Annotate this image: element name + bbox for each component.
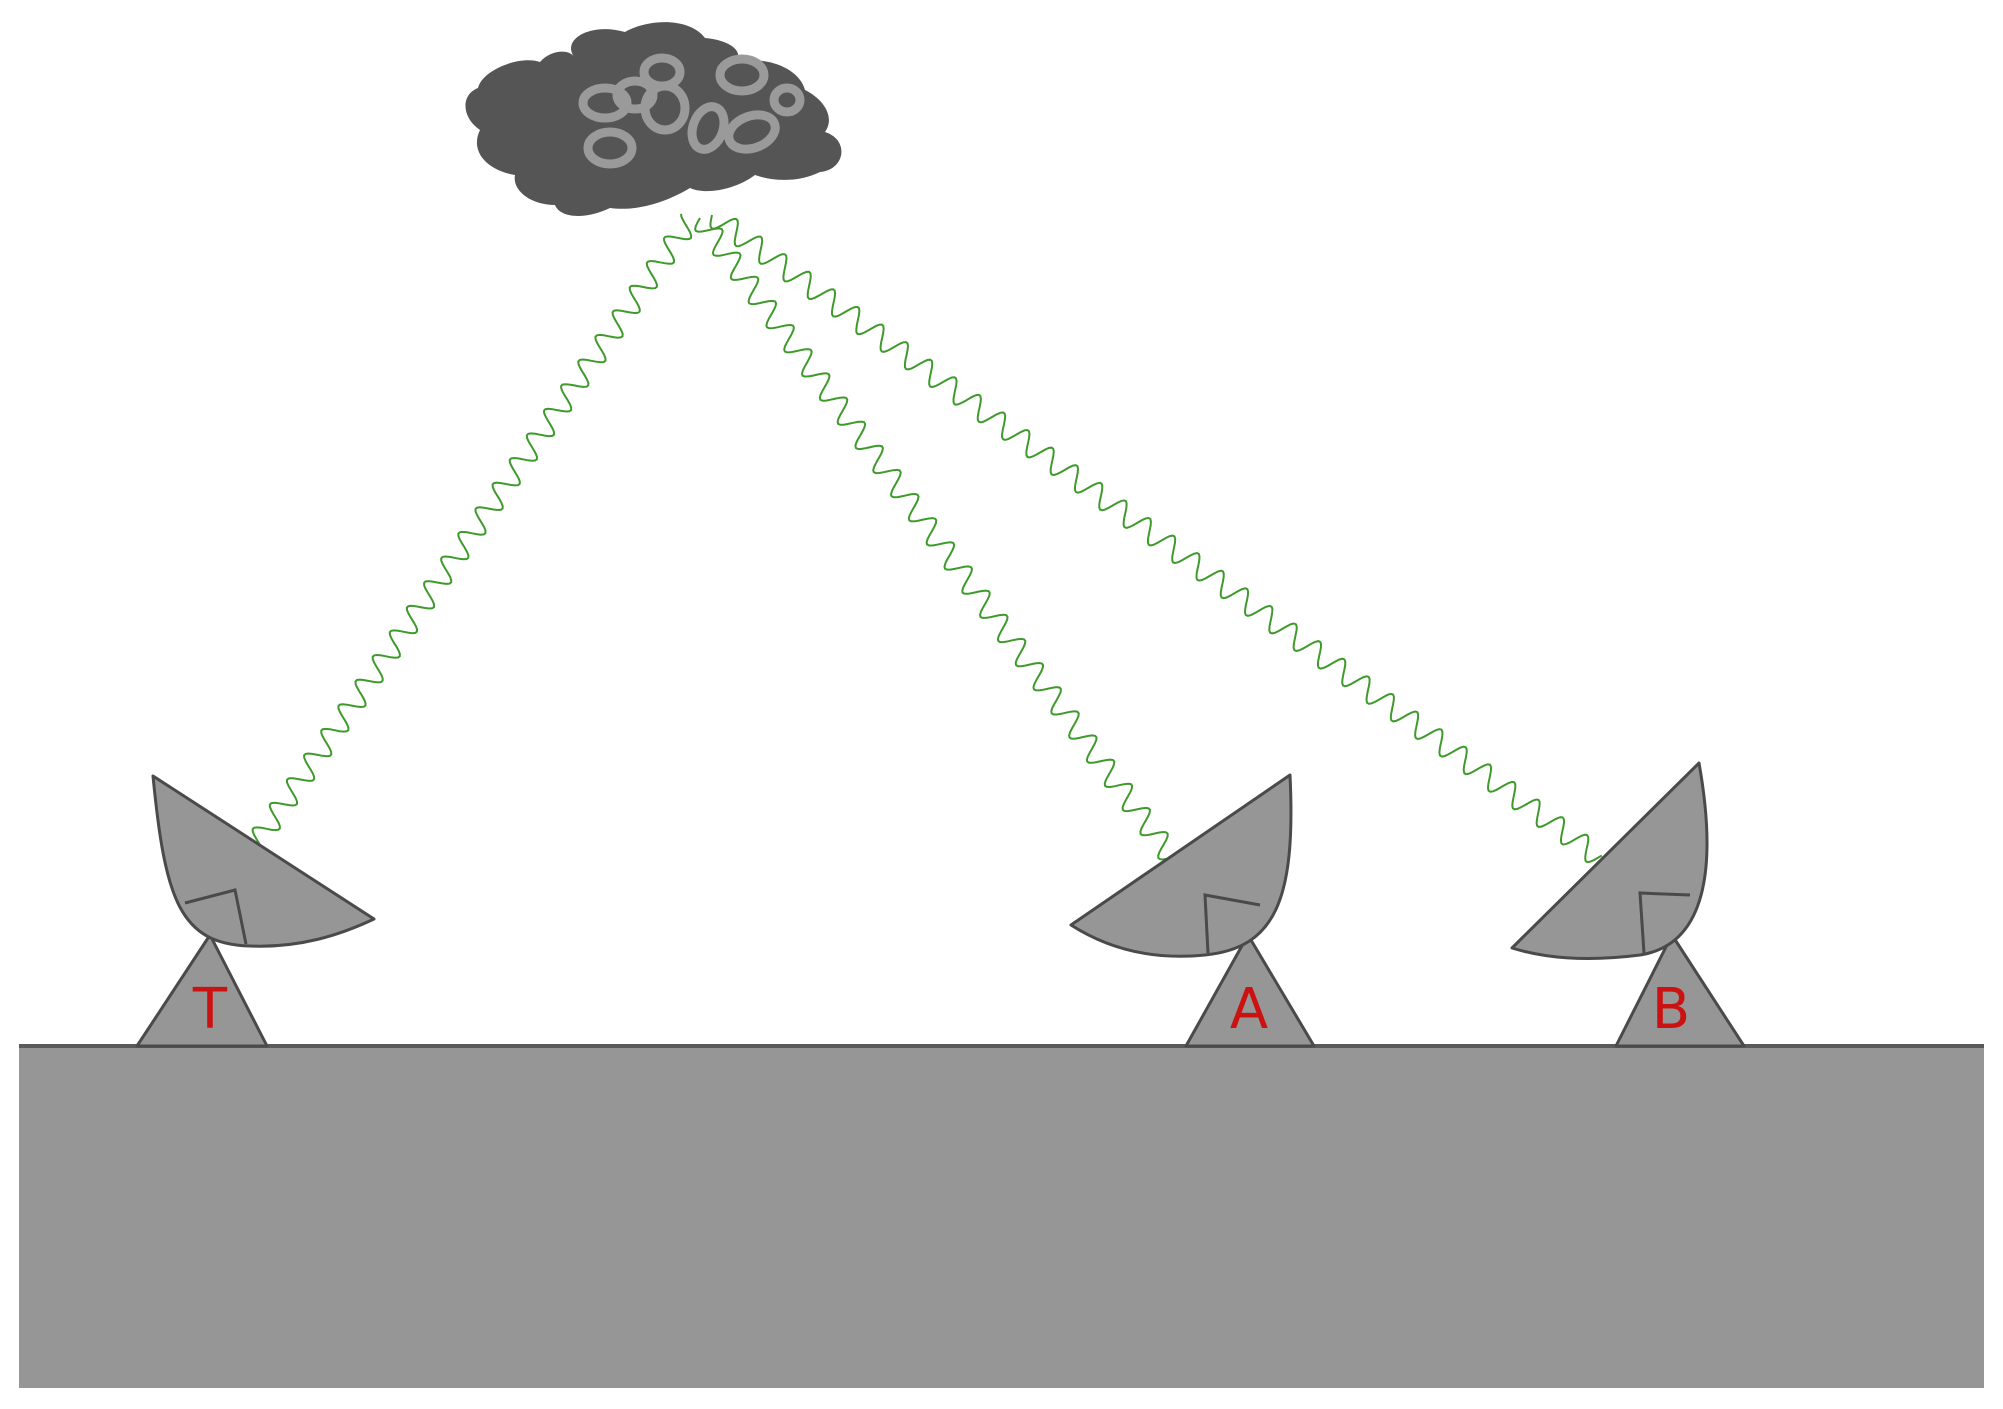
- cloud-body: [465, 22, 842, 216]
- cloud-particle: [769, 83, 805, 117]
- wave-T-to-cloud: [231, 213, 693, 881]
- dish-T-label: T: [192, 977, 228, 1042]
- dish-T-feed: [184, 888, 248, 945]
- dish-B-label: B: [1652, 977, 1690, 1042]
- scattering-cloud-icon: [465, 22, 842, 216]
- dish-B-reflector: [1510, 761, 1709, 961]
- cloud-particle: [687, 102, 729, 154]
- wave-cloud-to-B: [709, 214, 1603, 864]
- cloud-particle: [715, 54, 769, 96]
- radar-dish-icon: B: [1510, 761, 1746, 1048]
- dish-A-label: A: [1230, 977, 1268, 1042]
- dish-B-feed: [1638, 891, 1691, 954]
- ground: [19, 1046, 1984, 1388]
- cloud-particle: [640, 81, 690, 135]
- dish-B-base: [1614, 933, 1746, 1048]
- dish-A-feed: [1203, 893, 1261, 954]
- dish-A-reflector: [1069, 773, 1293, 958]
- radar-dish-icon: A: [1069, 773, 1316, 1048]
- radar-dish-icon: T: [135, 774, 376, 1048]
- dish-T-reflector: [151, 774, 376, 948]
- wave-cloud-to-A: [694, 217, 1173, 861]
- cloud-particle: [724, 110, 780, 154]
- dish-A-base: [1184, 933, 1316, 1048]
- cloud-particles: [578, 53, 805, 169]
- radar-waves: [231, 213, 1603, 881]
- dish-T-base: [135, 933, 269, 1048]
- cloud-particle: [583, 127, 637, 169]
